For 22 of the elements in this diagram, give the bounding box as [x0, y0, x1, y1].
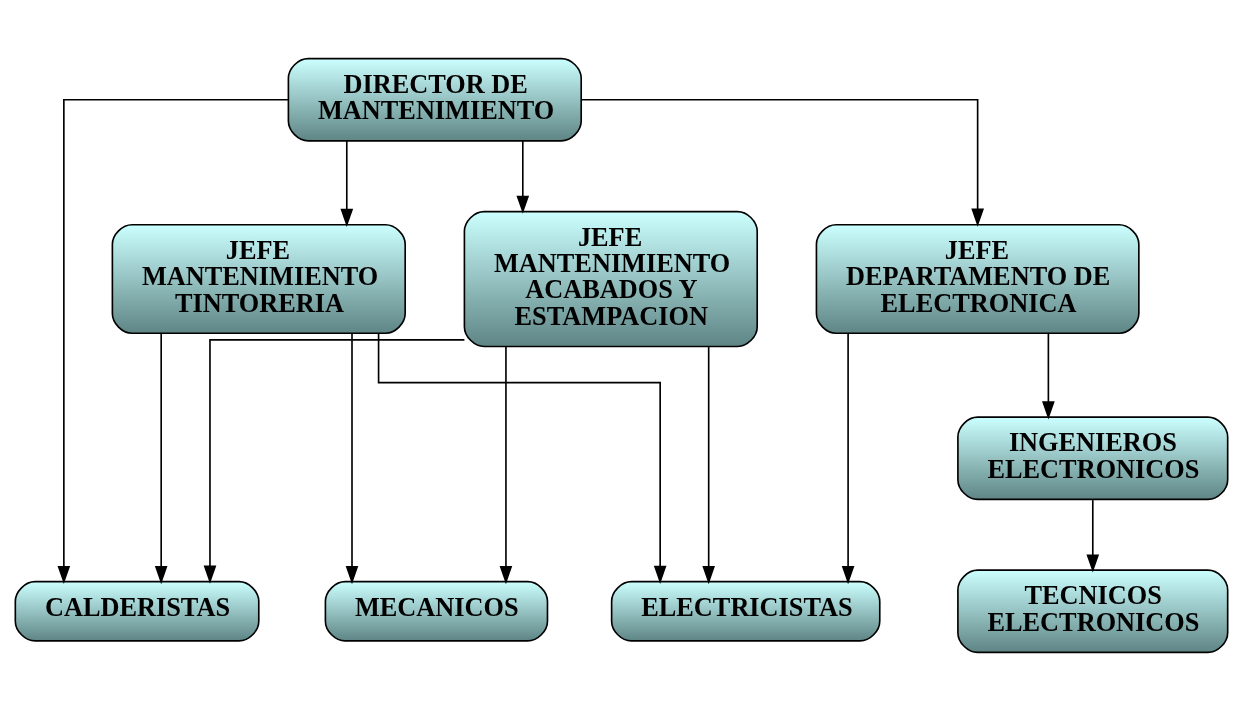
- node-box: JEFE DEPARTAMENTO DE ELECTRONICA: [815, 223, 1140, 335]
- arrow: [702, 346, 716, 585]
- node-box: INGENIEROS ELECTRONICOS: [957, 416, 1229, 501]
- node-box: MECANICOS: [324, 580, 549, 642]
- node-box: JEFE MANTENIMIENTO TINTORERIA: [111, 223, 406, 335]
- arrow: [154, 333, 168, 585]
- node-box: CALDERISTAS: [14, 580, 260, 642]
- arrow: [841, 333, 855, 585]
- arrow: [377, 333, 667, 584]
- arrow: [1042, 332, 1055, 420]
- arrow: [1086, 499, 1100, 573]
- arrow: [499, 346, 513, 585]
- arrow: [345, 333, 359, 585]
- node-box: TECNICOS ELECTRONICOS: [957, 569, 1229, 654]
- node-box: ELECTRICISTAS: [610, 580, 881, 642]
- arrow: [57, 98, 289, 585]
- arrow: [580, 98, 984, 227]
- node-box: JEFE MANTENIMIENTO ACABADOS Y ESTAMPACION: [463, 210, 759, 348]
- arrow: [340, 140, 354, 227]
- arrow: [203, 339, 466, 584]
- node-box: DIRECTOR DE MANTENIMIENTO: [287, 57, 583, 142]
- arrow: [516, 140, 530, 214]
